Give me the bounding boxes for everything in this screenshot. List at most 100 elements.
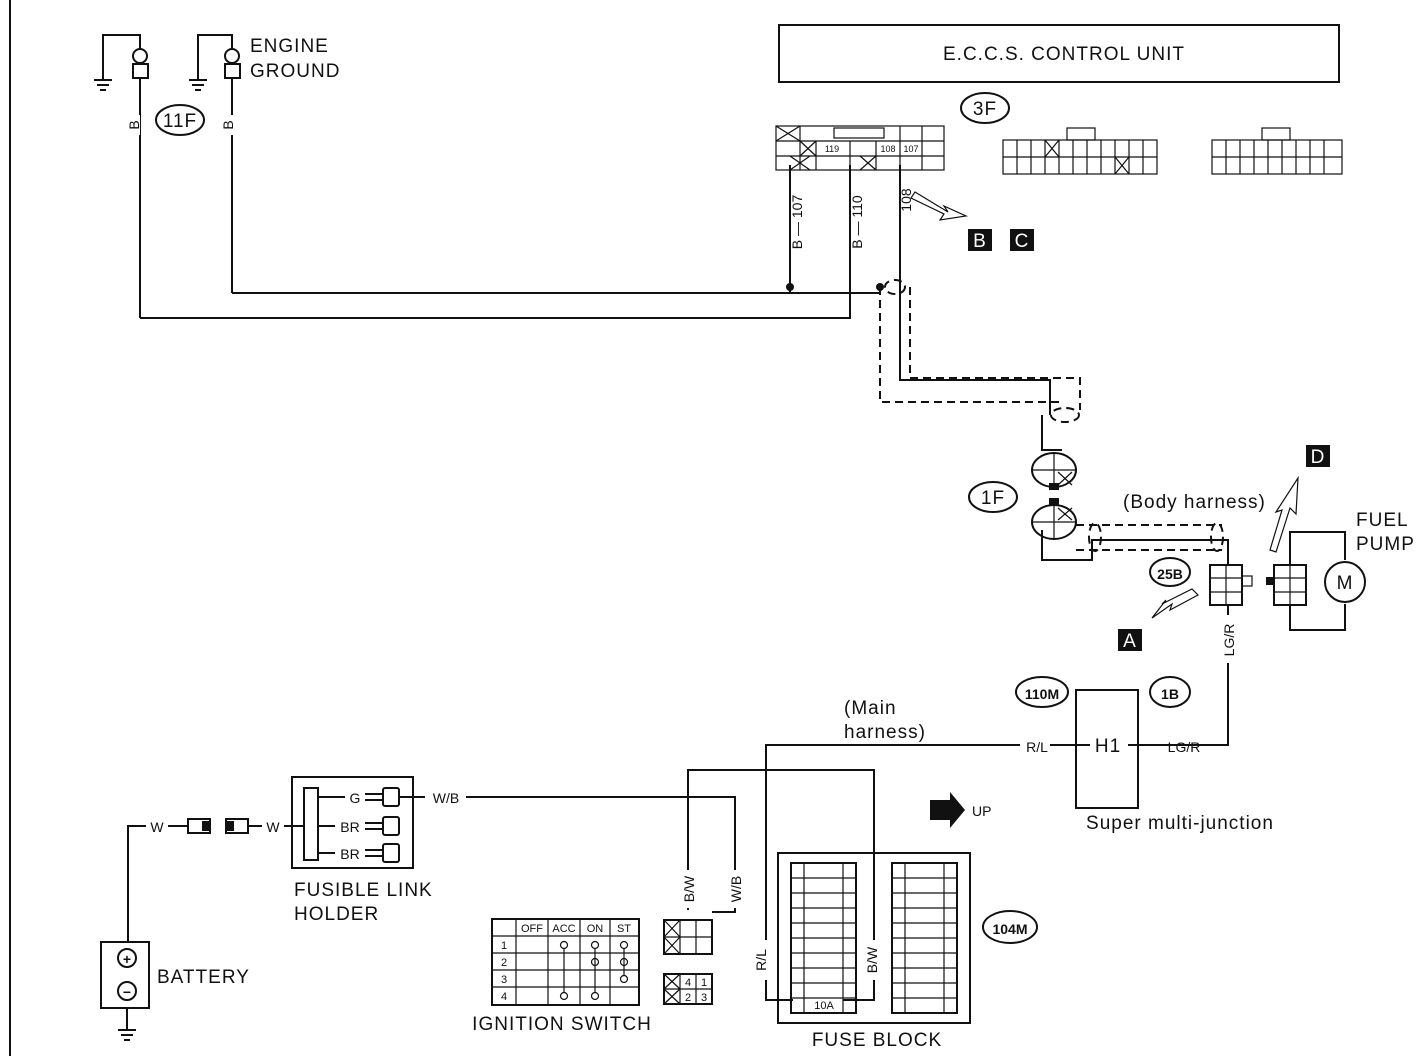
svg-text:ACC: ACC: [552, 923, 575, 935]
svg-text:4: 4: [501, 991, 507, 1003]
svg-text:A: A: [1123, 631, 1137, 652]
battery-wire-w: W: [150, 819, 164, 835]
connector-25b-label: 25B: [1157, 566, 1183, 582]
battery-plus-icon: [117, 948, 137, 968]
fuel-pump-line1: FUEL: [1356, 510, 1409, 531]
arrow-to-a-icon: [1151, 588, 1199, 619]
ecu-connector-main: 119 108 107: [775, 125, 945, 171]
battery-box: [100, 941, 150, 1009]
connector-25b-group: 25B A: [1118, 557, 1253, 652]
fuse-block-label: FUSE BLOCK: [812, 1030, 942, 1051]
ground-wire-107: [232, 287, 881, 294]
ecu-pin-119: 119: [825, 144, 839, 154]
svg-text:OFF: OFF: [521, 923, 543, 935]
up-label: UP: [972, 803, 991, 819]
junction-right-wire: LG/R: [1168, 739, 1201, 755]
fusible-out-wire: W/B: [433, 790, 459, 806]
fusible-wire-g: G: [350, 790, 361, 806]
wire-color-b: B: [220, 120, 236, 129]
connector-3f-label: 3F: [973, 99, 997, 120]
main-harness-line2: harness): [844, 722, 926, 743]
fuse-block-group: 10A R/L B/W 104M FUSE BLOCK: [687, 769, 1038, 1051]
svg-text:ST: ST: [617, 923, 631, 935]
connector-104m-label: 104M: [992, 921, 1027, 937]
fusible-link-holder-group: G BR BR W/B FUSIBLE LINK HOLDER: [291, 776, 459, 925]
svg-text:ON: ON: [587, 923, 604, 935]
rl-wire: [765, 744, 1020, 1001]
connector-1f-group: 1F: [968, 415, 1078, 540]
connector-ref-104m: [982, 910, 1038, 944]
motor-symbol: M: [1337, 573, 1354, 594]
up-arrow-icon: [930, 792, 965, 828]
arrow-to-d-icon: [1269, 475, 1299, 553]
ref-box-c: [1010, 229, 1034, 251]
main-harness-line1: (Main: [844, 698, 897, 719]
ground-wire-110: [140, 250, 851, 319]
svg-text:−: −: [123, 984, 131, 1000]
fusible-wire-br-1: BR: [340, 819, 359, 835]
connector-1f-label: 1F: [981, 488, 1005, 509]
signal-wire-108: [899, 280, 1051, 415]
motor-icon: [1324, 561, 1366, 603]
svg-text:D: D: [1311, 447, 1326, 468]
terminal-110-label: B — 110: [849, 195, 865, 249]
ecu-connector-2: [1002, 127, 1158, 175]
fuse-wire-bw: B/W: [864, 946, 880, 973]
lgr-wire: [1158, 605, 1229, 746]
connector-ref-1f: [968, 481, 1018, 513]
connector-ref-3f: [960, 92, 1010, 124]
connector-ref-1b: [1149, 676, 1191, 708]
fusible-link-line2: HOLDER: [294, 904, 379, 925]
junction-left-wire: R/L: [1026, 739, 1048, 755]
engine-ground-line1: ENGINE: [250, 36, 329, 57]
svg-text:2: 2: [501, 957, 507, 969]
ref-box-d: [1306, 445, 1330, 467]
bw-wire: [687, 769, 875, 1001]
ignition-switch-group: OFF ACC ON ST 1 2 3 4 IGNITION SWITCH 4 …: [472, 870, 744, 1035]
super-multi-junction-group: H1 R/L LG/R 110M 1B Super multi-junction: [1015, 676, 1274, 834]
ecu-title: E.C.C.S. CONTROL UNIT: [943, 44, 1185, 65]
ecu-pin-108: 108: [880, 144, 895, 154]
connector-ref-110m: [1015, 676, 1069, 708]
fusible-link-line1: FUSIBLE LINK: [294, 880, 433, 901]
junction-h1-label: H1: [1095, 736, 1121, 757]
connector-11f-label: 11F: [163, 111, 197, 132]
battery-label: BATTERY: [157, 967, 250, 988]
engine-ground-group: B B 11F ENGINE GROUND: [94, 34, 340, 318]
battery-group: + − BATTERY: [100, 941, 250, 1041]
svg-text:C: C: [1015, 231, 1030, 252]
ignition-switch-label: IGNITION SWITCH: [472, 1014, 652, 1035]
junction-caption: Super multi-junction: [1086, 813, 1274, 834]
svg-text:B: B: [973, 231, 987, 252]
fusible-in-wire: W: [266, 819, 280, 835]
svg-text:2: 2: [685, 992, 691, 1004]
ecu-group: E.C.C.S. CONTROL UNIT 3F 119 108 107: [775, 24, 1343, 252]
connector-110m-label: 110M: [1025, 686, 1059, 702]
ignition-wire-bw: B/W: [681, 875, 697, 902]
wire-lgr-label: LG/R: [1221, 624, 1237, 657]
body-harness-label: (Body harness): [1123, 492, 1266, 513]
body-harness-wire: [1041, 530, 1229, 565]
fuel-pump-line2: PUMP: [1356, 534, 1415, 555]
terminal-107-label: B — 107: [789, 195, 805, 250]
wb-wire: [466, 796, 736, 913]
fusible-link-holder-box: [291, 776, 414, 869]
svg-text:+: +: [123, 951, 131, 967]
connector-ref-11f: [155, 104, 205, 136]
svg-text:1: 1: [501, 940, 507, 952]
junction-h1-box: [1075, 689, 1139, 809]
ecu-pin-107: 107: [903, 144, 918, 154]
fuse-wire-rl: R/L: [753, 949, 769, 971]
connector-1b-label: 1B: [1161, 686, 1179, 702]
svg-text:4: 4: [685, 977, 691, 989]
ecu-connector-3: [1211, 127, 1343, 175]
engine-ground-line2: GROUND: [250, 61, 340, 82]
terminal-108-label: 108: [898, 188, 914, 212]
fuel-pump-group: M FUEL PUMP D: [1266, 445, 1415, 631]
svg-text:1: 1: [701, 977, 707, 989]
svg-text:3: 3: [701, 992, 707, 1004]
ref-box-b: [968, 229, 992, 251]
battery-minus-icon: [117, 981, 137, 1001]
svg-text:3: 3: [501, 974, 507, 986]
